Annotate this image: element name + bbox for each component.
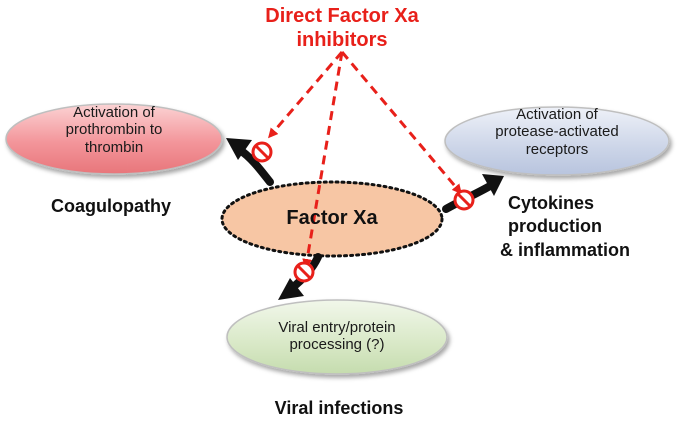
viral-node [226, 299, 448, 375]
inhibit-line-coagulation [268, 51, 344, 139]
inhibit-line-viral [302, 51, 344, 269]
inhibitor-title-line: Direct Factor Xa [265, 5, 419, 27]
coagulation-label-line: thrombin [84, 138, 144, 156]
viral-label-line: Viral entry/protein [278, 319, 396, 336]
block-icon-coagulation [251, 141, 273, 163]
par-node [444, 106, 670, 176]
inhibit-line-par [340, 51, 462, 195]
cytokines-label-line: Cytokines [508, 193, 595, 213]
viral-infections-label-line: Viral infections [274, 398, 404, 418]
coagulation-label-line: prothrombin to [65, 121, 163, 139]
viral-label-line: processing (?) [289, 336, 385, 354]
coagulation-label: Activation of prothrombin to thrombin [24, 104, 204, 156]
par-label-line: receptors [525, 140, 589, 158]
cytokines-label-line: & inflammation [500, 239, 631, 260]
cytokines-label-line: production [508, 216, 602, 237]
inhibition-arrows [268, 51, 462, 269]
viral-infections-label: Viral infections [244, 398, 434, 419]
arrow-to-coagulation [226, 138, 274, 186]
par-label: Activation of protease-activated recepto… [462, 106, 652, 158]
block-icon-viral [293, 261, 315, 283]
coagulopathy-label: Coagulopathy [26, 196, 196, 217]
coagulation-label-line: Activation of [73, 104, 155, 121]
coagulation-node [5, 103, 223, 175]
par-label-line: Activation of [516, 106, 598, 123]
factor-xa-node [220, 180, 444, 258]
cytokines-label: Cytokines production & inflammation [500, 192, 670, 262]
viral-label: Viral entry/protein processing (?) [242, 319, 432, 354]
coagulopathy-label-line: Coagulopathy [51, 196, 171, 216]
inhibitor-title: Direct Factor Xa inhibitors [232, 4, 452, 52]
inhibitor-title-line: inhibitors [296, 29, 388, 51]
block-icon-par [453, 189, 475, 211]
factor-xa-label: Factor Xa [286, 207, 378, 229]
par-label-line: protease-activated [495, 123, 619, 141]
